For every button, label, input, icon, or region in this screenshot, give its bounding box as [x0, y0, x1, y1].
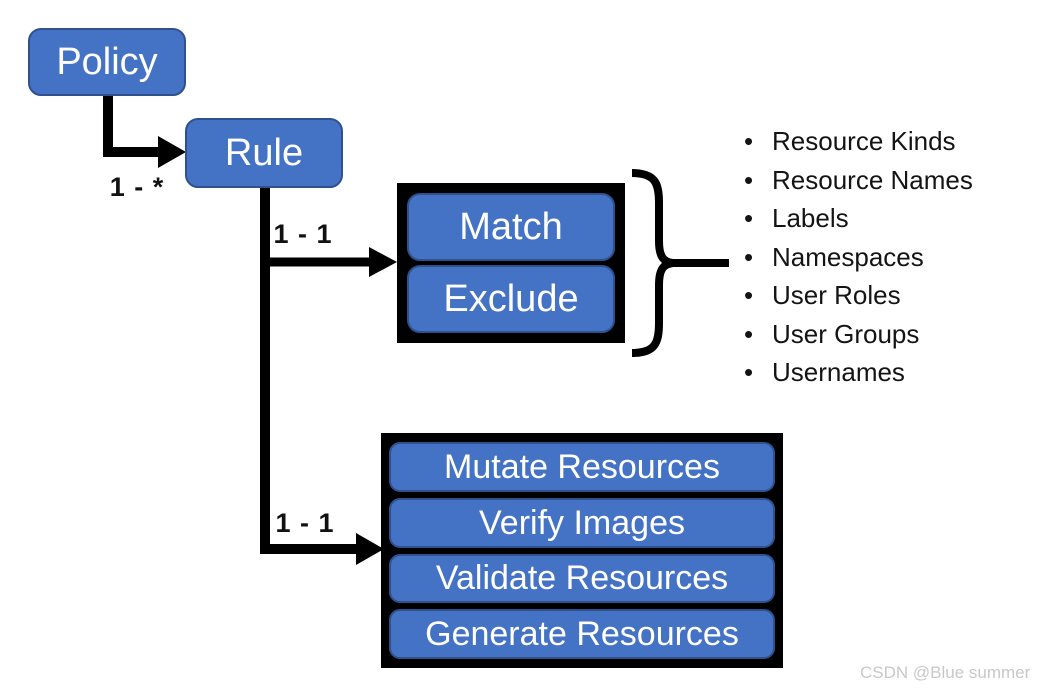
- filter-list: Resource Kinds Resource Names Labels Nam…: [744, 122, 973, 392]
- node-mutate-resources: Mutate Resources: [389, 442, 775, 492]
- watermark-text: CSDN @Blue summer: [860, 663, 1031, 682]
- cardinality-rule-match: 1 - 1: [273, 219, 333, 249]
- arrow-policy-to-rule: [103, 94, 186, 168]
- cardinality-policy-rule: 1 - *: [109, 172, 165, 202]
- filter-item-labels: Labels: [744, 199, 973, 238]
- node-match: Match: [407, 193, 615, 261]
- node-exclude: Exclude: [407, 265, 615, 333]
- node-policy: Policy: [28, 28, 186, 96]
- arrow-rule-to-match: [265, 247, 397, 277]
- match-exclude-group: Match Exclude: [397, 183, 625, 343]
- filter-item-user-roles: User Roles: [744, 276, 973, 315]
- cardinality-rule-actions: 1 - 1: [275, 508, 335, 538]
- brace-match-filters: [631, 169, 729, 357]
- filter-item-resource-kinds: Resource Kinds: [744, 122, 973, 161]
- node-validate-resources: Validate Resources: [389, 553, 775, 604]
- actions-group: Mutate Resources Verify Images Validate …: [381, 433, 783, 668]
- node-generate-resources: Generate Resources: [389, 609, 775, 659]
- node-verify-images: Verify Images: [389, 497, 775, 548]
- filter-item-usernames: Usernames: [744, 353, 973, 392]
- filter-item-namespaces: Namespaces: [744, 238, 973, 277]
- node-rule: Rule: [185, 118, 343, 188]
- filter-item-resource-names: Resource Names: [744, 161, 973, 200]
- filter-item-user-groups: User Groups: [744, 315, 973, 354]
